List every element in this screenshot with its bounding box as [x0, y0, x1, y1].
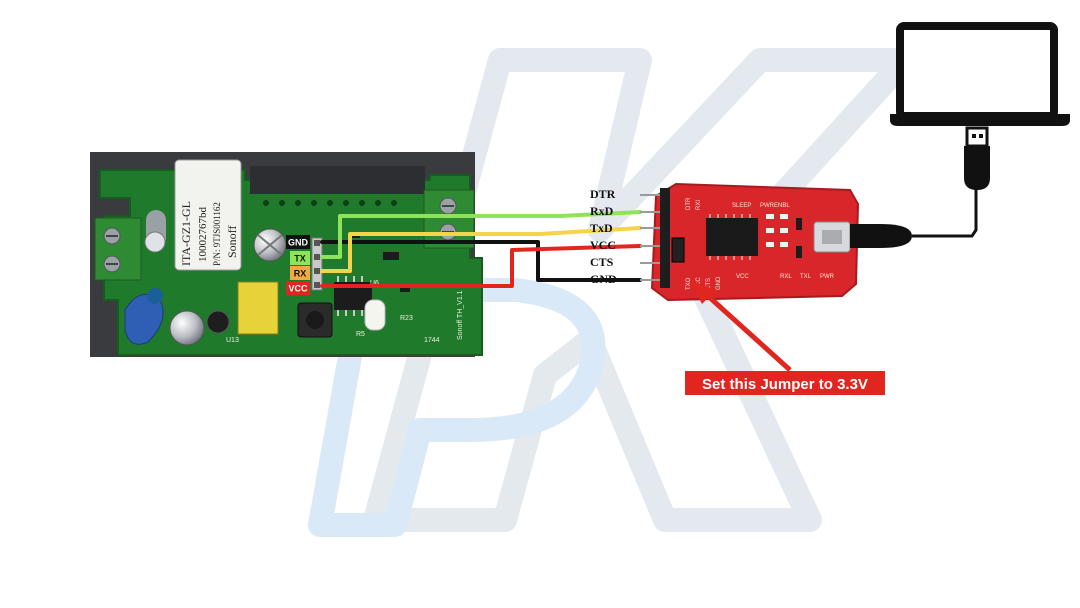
silk-u6: U6 — [370, 280, 379, 287]
pin-label-vcc-text: VCC — [288, 284, 308, 294]
silk-1744: 1744 — [424, 337, 440, 344]
adapter-silk-gnd: GND — [716, 276, 722, 290]
callout-box — [685, 371, 885, 395]
silk-model: Sonoff TH_V1.1 — [457, 290, 464, 340]
adapter-pin-cts: CTS — [590, 255, 614, 269]
adapter-silk-rxl: RXL — [780, 274, 792, 280]
relay-line-4: Sonoff — [225, 226, 239, 258]
pin-label-rx: RX — [290, 266, 310, 280]
callout-arrowhead — [690, 280, 716, 304]
callout-text: Set this Jumper to 3.3V — [702, 376, 868, 393]
wire-rx-to-txd — [320, 226, 642, 273]
adapter-silk-txl: TXL — [800, 274, 812, 280]
pin-label-gnd-text: GND — [288, 238, 309, 248]
silk-u13: U13 — [226, 337, 239, 344]
board-header-pins — [311, 237, 323, 291]
adapter-pin-txd: TxD — [590, 221, 613, 235]
adapter-pin-labels: DTR RxD TxD VCC CTS GND — [590, 187, 617, 286]
wire-gnd — [320, 240, 642, 282]
adapter-silk-vcc2: VCC — [736, 274, 749, 280]
pin-label-tx-text: TX — [294, 254, 306, 264]
adapter-pin-gnd: GND — [590, 272, 617, 286]
relay: ITA-GZ1-GL 10002767bd P/N: 9TJS001162 So… — [174, 159, 242, 271]
wire-tx-to-rxd — [320, 210, 642, 259]
ftdi-adapter: DTR RXI TXO VCC CTS GND PWRENBL SLEEP VC… — [640, 182, 860, 302]
laptop-icon — [890, 22, 1070, 126]
laptop-screen — [896, 22, 1058, 120]
jumper — [671, 237, 685, 263]
usb-cable — [850, 126, 990, 248]
jumper-callout: Set this Jumper to 3.3V — [685, 280, 885, 395]
adapter-silk-dtr: DTR — [686, 197, 692, 210]
pcb-holes — [263, 200, 397, 206]
adapter-pin-rxd: RxD — [590, 204, 614, 218]
relay-line-2: 10002767bd — [197, 207, 209, 263]
terminal-block-left — [94, 217, 142, 281]
wire-vcc — [320, 244, 642, 288]
silk-r5: R5 — [356, 331, 365, 338]
wires — [320, 210, 642, 288]
adapter-silk-txo: TXO — [686, 277, 692, 290]
ftdi-chip — [706, 218, 758, 256]
relay-line-1: ITA-GZ1-GL — [179, 201, 193, 266]
pin-label-gnd: GND — [286, 235, 310, 249]
adapter-silk-vcc: VCC — [696, 277, 702, 290]
terminal-block-right — [423, 189, 475, 249]
adapter-header-pins — [640, 194, 662, 281]
adapter-smd-parts — [766, 214, 802, 258]
pin-label-rx-text: RX — [294, 269, 307, 279]
sonoff-board: ITA-GZ1-GL 10002767bd P/N: 9TJS001162 So… — [90, 152, 483, 357]
laptop-base — [890, 114, 1070, 126]
adapter-pin-vcc: VCC — [590, 238, 616, 252]
silk-r23: R23 — [400, 315, 413, 322]
adapter-silkscreen: DTR RXI TXO VCC CTS GND PWRENBL SLEEP VC… — [686, 197, 835, 290]
usb-a-plug-body — [964, 146, 990, 190]
usb-cord — [912, 188, 978, 238]
relay-line-3: P/N: 9TJS001162 — [212, 202, 222, 266]
mini-usb-plug — [850, 224, 912, 248]
pin-label-tx: TX — [290, 251, 310, 265]
adapter-pin-dtr: DTR — [590, 187, 616, 201]
adapter-silk-sleep: SLEEP — [732, 203, 751, 209]
pcb-slot — [250, 166, 425, 194]
watermark-p — [308, 278, 606, 537]
adapter-header — [660, 188, 670, 288]
adapter-silk-pwr: PWR — [820, 274, 835, 280]
pin-label-vcc: VCC — [286, 281, 310, 295]
adapter-silk-pwrenbl: PWRENBL — [760, 203, 790, 209]
usb-a-plug-tip — [965, 126, 989, 148]
adapter-silk-cts: CTS — [706, 278, 712, 290]
adapter-silk-rxi: RXI — [696, 200, 702, 210]
callout-arrow — [706, 294, 792, 372]
